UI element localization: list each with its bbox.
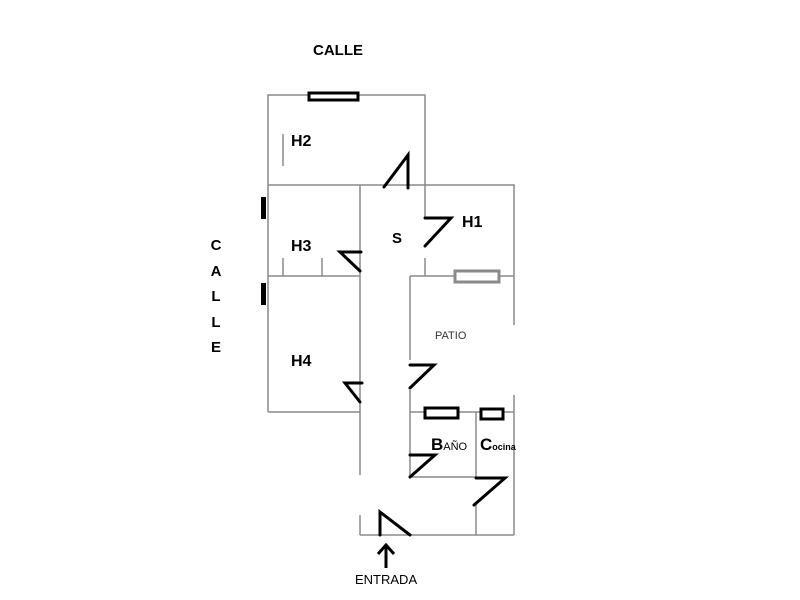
room-bano-label: BAÑO [431,435,468,454]
room-h1-label: H1 [462,214,483,231]
window-cocina [479,407,505,421]
door-h1 [423,216,455,248]
door-cocina [472,476,510,507]
window-calle-top [307,91,360,102]
room-h4-label: H4 [291,353,312,370]
room-s-label: S [392,230,403,247]
door-h2 [382,150,410,190]
room-cocina-label: Cocina [480,435,516,454]
window-bano [423,406,460,420]
entrance-label: ENTRADA [355,572,418,587]
door-entrance [378,508,412,537]
window-left-h3 [261,197,266,219]
windows [261,91,505,421]
doors [336,150,510,537]
room-h3-label: H3 [291,238,312,255]
door-h3 [336,250,363,273]
entrance-arrow-icon [376,542,396,568]
street-top-label: CALLE [313,42,363,59]
room-patio-label: PATIO [435,330,467,342]
door-h4 [341,381,364,404]
walls [267,94,515,536]
door-bano [408,453,439,479]
room-h2-label: H2 [291,133,312,150]
street-left-label: C A L L E [210,237,222,356]
window-h1-patio [453,269,501,284]
window-left-h4 [261,283,266,305]
door-patio [408,363,438,390]
